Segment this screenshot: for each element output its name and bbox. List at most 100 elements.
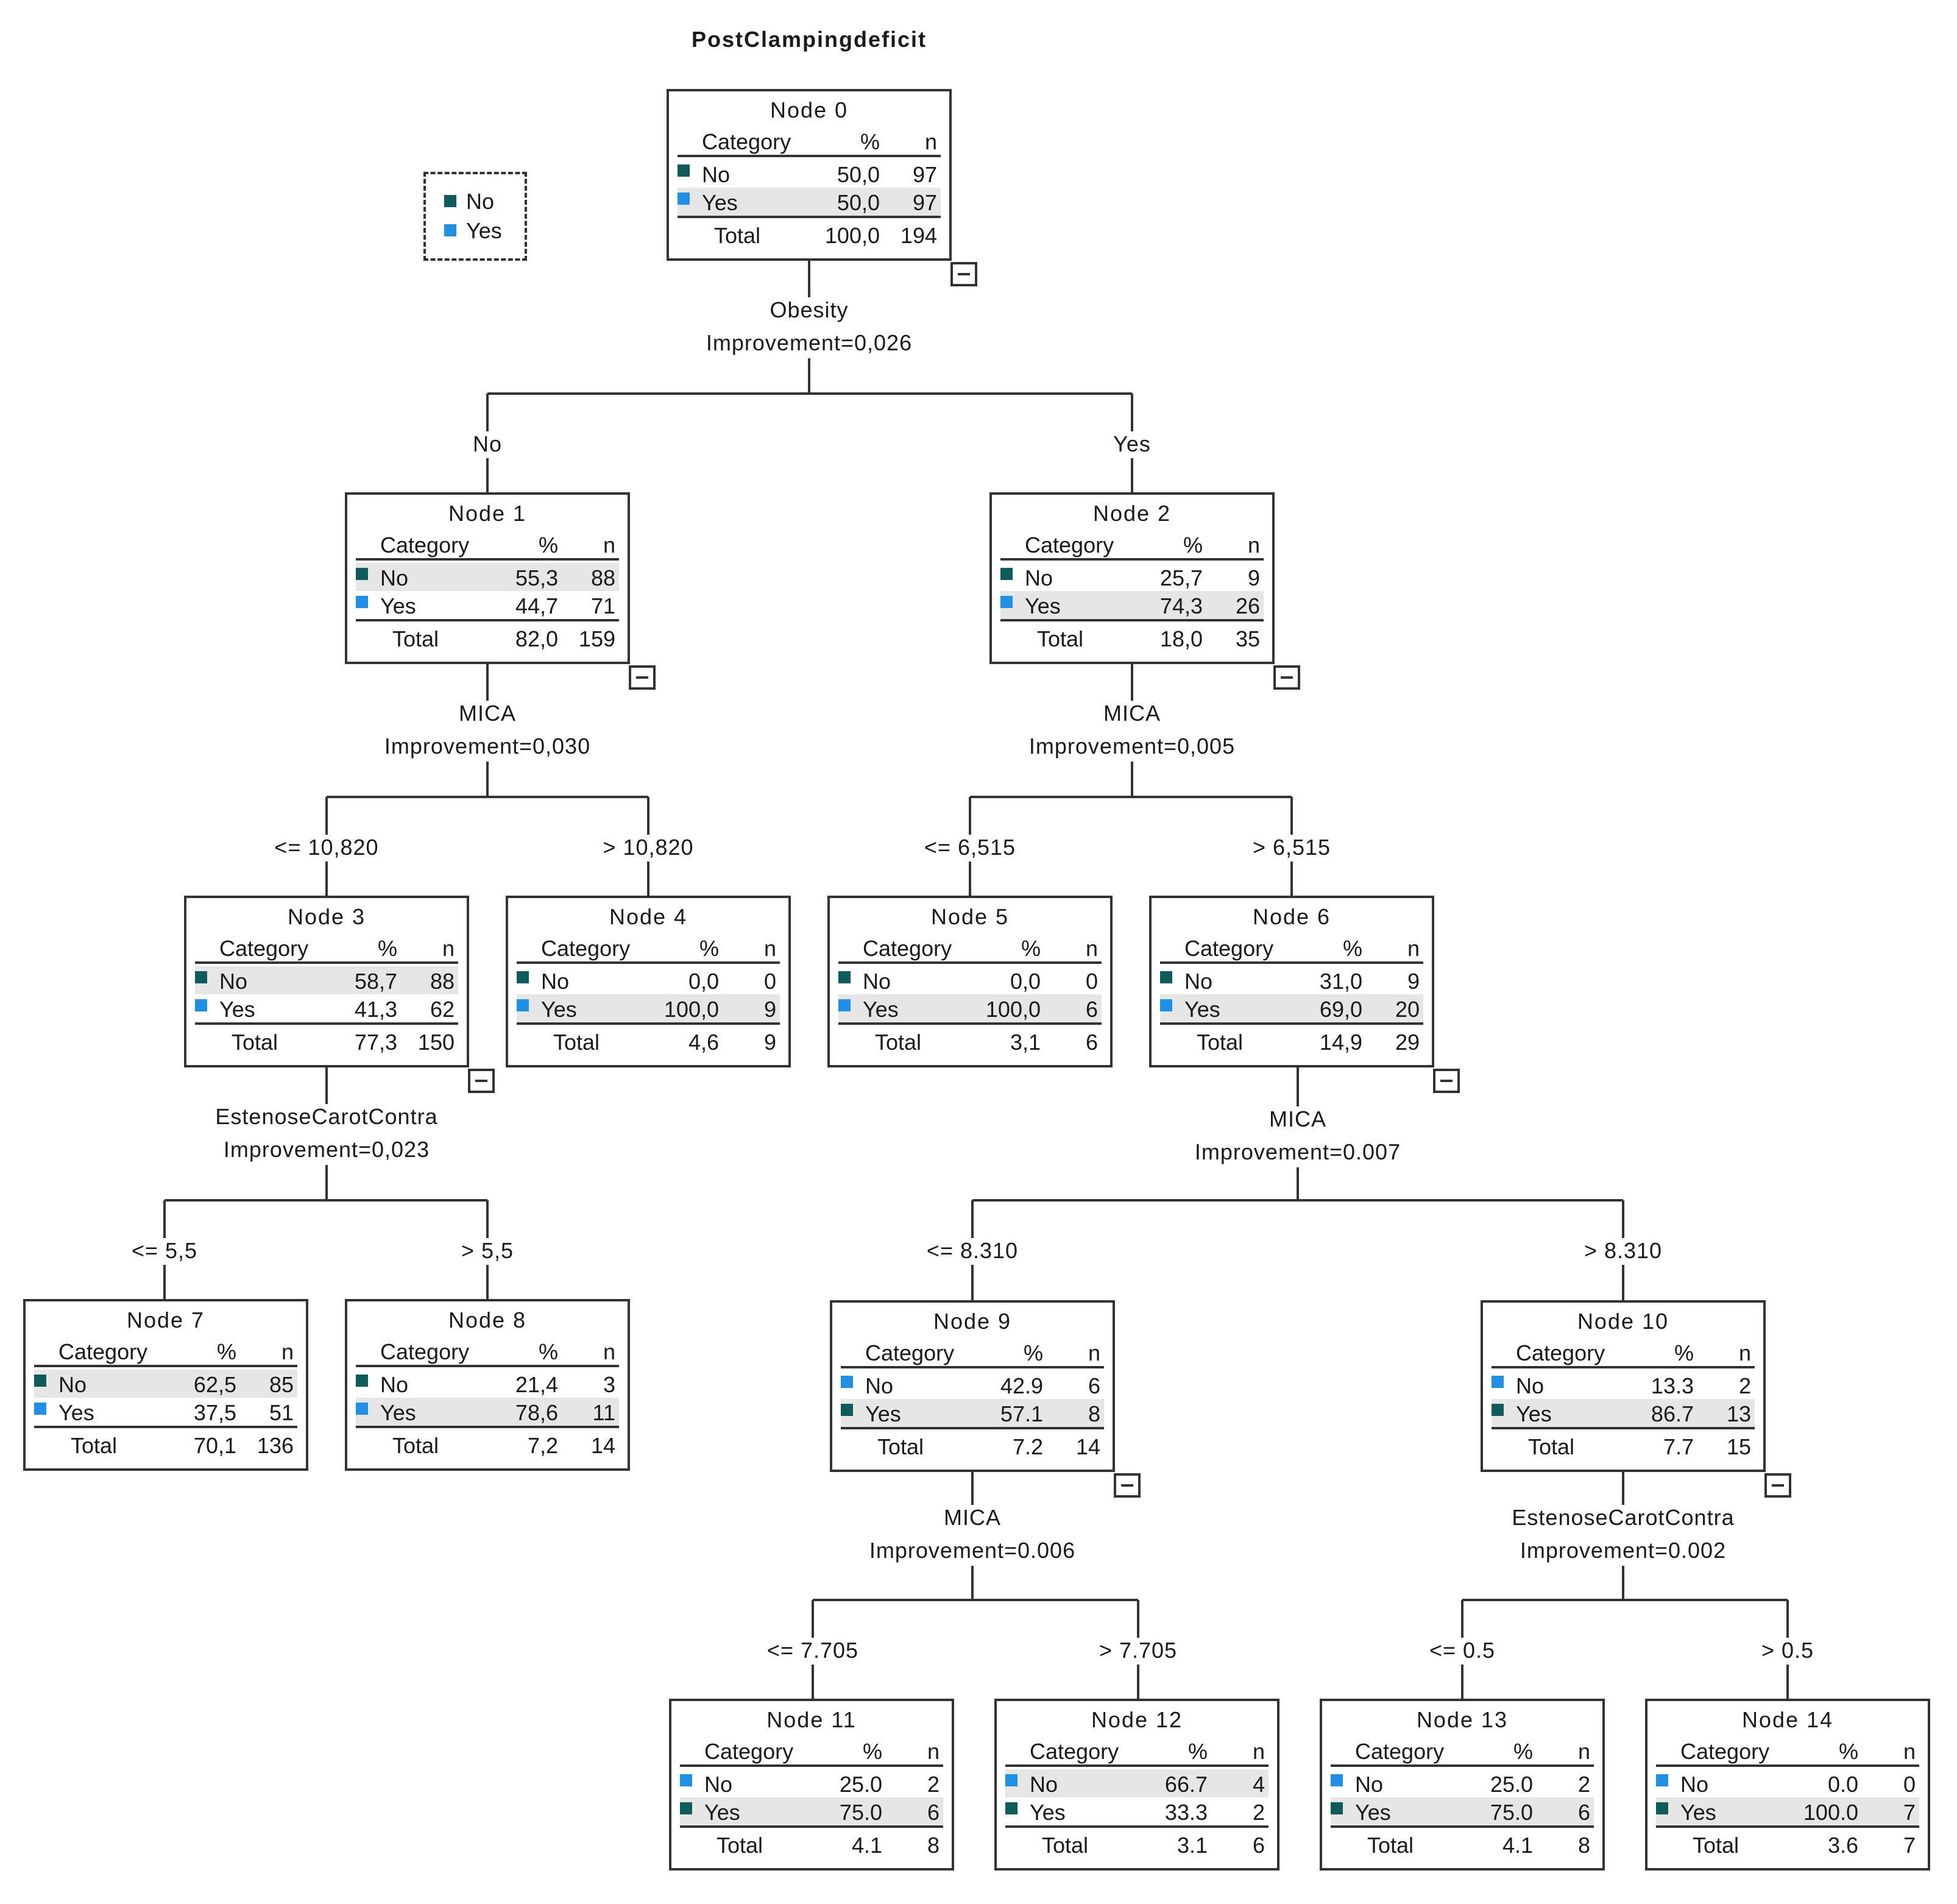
branch-label: > 8.310: [1584, 1238, 1663, 1263]
collapse-node-button[interactable]: [468, 1069, 495, 1093]
row-category: No: [1025, 565, 1053, 590]
node-row-no: No 58,7 88: [195, 966, 458, 994]
class-swatch-yes: [356, 596, 368, 608]
total-label: Total: [1528, 1434, 1575, 1459]
tree-node-13: Node 13 Category % n No 25.0 2 Yes 75.0 …: [1320, 1699, 1605, 1870]
header-category: Category: [1680, 1739, 1770, 1764]
row-n: 85: [269, 1372, 294, 1397]
row-pct: 100,0: [664, 997, 719, 1022]
node-title: Node 10: [1577, 1309, 1669, 1334]
header-n: n: [763, 936, 776, 961]
branch-label: <= 0.5: [1429, 1638, 1496, 1663]
node-row-yes: Yes 57.1 8: [841, 1399, 1104, 1429]
row-n: 0: [1085, 969, 1098, 994]
row-pct: 58,7: [354, 969, 397, 994]
collapse-node-button[interactable]: [629, 665, 656, 690]
class-swatch-yes: [1656, 1802, 1668, 1814]
header-pct: %: [862, 1739, 882, 1764]
total-pct: 18,0: [1159, 626, 1203, 651]
branch-label: > 5,5: [461, 1238, 514, 1263]
total-label: Total: [392, 1433, 439, 1458]
class-swatch-yes: [1160, 999, 1172, 1011]
node-row-yes: Yes 78,6 11: [356, 1398, 619, 1428]
total-n: 29: [1395, 1030, 1420, 1055]
node-total-row: Total 82,0 159: [356, 624, 619, 652]
row-category: Yes: [1680, 1800, 1716, 1825]
split-improvement: Improvement=0,026: [706, 330, 913, 355]
node-row-yes: Yes 75.0 6: [680, 1797, 943, 1828]
node-total-row: Total 7.2 14: [841, 1432, 1104, 1460]
tree-node-11: Node 11 Category % n No 25.0 2 Yes 75.0 …: [669, 1699, 954, 1870]
collapse-node-button[interactable]: [1114, 1473, 1141, 1498]
class-swatch-yes: [841, 1404, 853, 1416]
row-pct: 55,3: [515, 565, 558, 590]
legend-swatch-no: [444, 195, 456, 207]
node-title: Node 6: [1252, 904, 1331, 929]
node-row-yes: Yes 44,7 71: [356, 591, 619, 621]
total-label: Total: [875, 1030, 922, 1055]
class-swatch-no: [34, 1375, 46, 1387]
row-n: 3: [603, 1372, 615, 1397]
class-swatch-yes: [517, 999, 529, 1011]
total-n: 9: [763, 1030, 776, 1055]
row-pct: 25,7: [1159, 565, 1203, 590]
node-total-row: Total 18,0 35: [1000, 624, 1264, 652]
node-row-no: No 0,0 0: [838, 966, 1102, 994]
header-n: n: [1085, 936, 1098, 961]
row-pct: 37,5: [193, 1400, 236, 1425]
row-pct: 50,0: [837, 162, 880, 187]
total-n: 150: [417, 1030, 455, 1055]
header-n: n: [603, 1339, 615, 1364]
row-category: No: [865, 1373, 894, 1398]
node-title: Node 8: [448, 1308, 527, 1332]
row-category: Yes: [1030, 1800, 1066, 1825]
total-pct: 3,1: [1010, 1030, 1041, 1055]
tree-node-2: Node 2 Category % n No 25,7 9 Yes 74,3 2…: [989, 492, 1300, 690]
node-header-row: Category % n: [838, 933, 1102, 964]
node-total-row: Total 7.7 15: [1492, 1432, 1755, 1460]
row-pct: 100,0: [985, 997, 1041, 1022]
row-n: 2: [1252, 1800, 1265, 1825]
total-pct: 7,2: [527, 1433, 558, 1458]
class-swatch-yes: [34, 1403, 46, 1415]
header-n: n: [924, 129, 937, 154]
tree-node-0: Node 0 Category % n No 50,0 97 Yes 50,0 …: [667, 89, 977, 286]
total-label: Total: [232, 1030, 278, 1055]
collapse-node-button[interactable]: [950, 262, 977, 286]
node-title: Node 5: [930, 904, 1010, 929]
node-row-yes: Yes 86.7 13: [1492, 1399, 1755, 1429]
header-pct: %: [1674, 1340, 1694, 1365]
row-n: 4: [1252, 1772, 1265, 1797]
row-pct: 25.0: [1490, 1772, 1533, 1797]
branch-label: > 10,820: [603, 835, 694, 860]
node-header-row: Category % n: [356, 530, 619, 561]
node-title: Node 9: [933, 1309, 1012, 1334]
collapse-node-button[interactable]: [1273, 665, 1300, 690]
branch-label: > 0.5: [1761, 1638, 1814, 1663]
header-pct: %: [1023, 1340, 1043, 1365]
row-category: No: [380, 565, 409, 590]
row-category: Yes: [704, 1800, 740, 1825]
legend-label-yes: Yes: [466, 218, 502, 243]
header-pct: %: [538, 533, 558, 557]
row-category: No: [1680, 1772, 1709, 1797]
total-label: Total: [714, 223, 761, 248]
node-header-row: Category % n: [34, 1337, 297, 1367]
row-pct: 69,0: [1319, 997, 1362, 1022]
node-title: Node 13: [1416, 1707, 1509, 1732]
node-header-row: Category % n: [195, 933, 458, 964]
total-n: 136: [257, 1433, 294, 1458]
collapse-node-button[interactable]: [1764, 1473, 1791, 1498]
header-pct: %: [860, 129, 880, 154]
split-variable: MICA: [944, 1505, 1001, 1530]
legend: No Yes: [423, 172, 527, 261]
collapse-node-button[interactable]: [1433, 1069, 1460, 1093]
node-row-no: No 25.0 2: [680, 1769, 943, 1797]
node-row-yes: Yes 100.0 7: [1656, 1797, 1919, 1828]
header-n: n: [1252, 1739, 1265, 1764]
node-row-no: No 0,0 0: [517, 966, 780, 994]
node-title: Node 3: [287, 904, 366, 929]
header-n: n: [927, 1739, 940, 1764]
total-pct: 4,6: [688, 1030, 719, 1055]
node-header-row: Category % n: [1005, 1736, 1269, 1767]
